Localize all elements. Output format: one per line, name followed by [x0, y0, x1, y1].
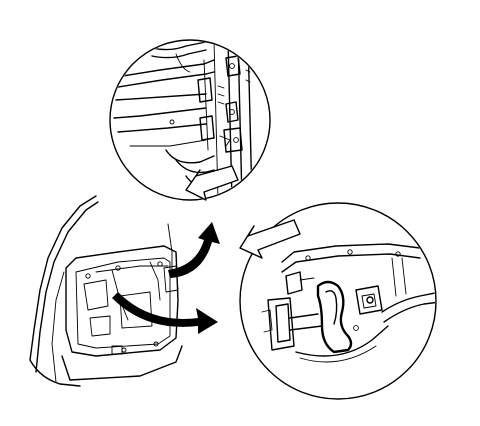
door-panel-illustration: [29, 195, 183, 387]
callout-arrow: [112, 222, 220, 334]
upper-magnified-view: [109, 39, 271, 201]
lower-magnified-view: [239, 202, 437, 400]
direction-arrow: [239, 219, 301, 259]
direction-arrow: [185, 165, 239, 201]
